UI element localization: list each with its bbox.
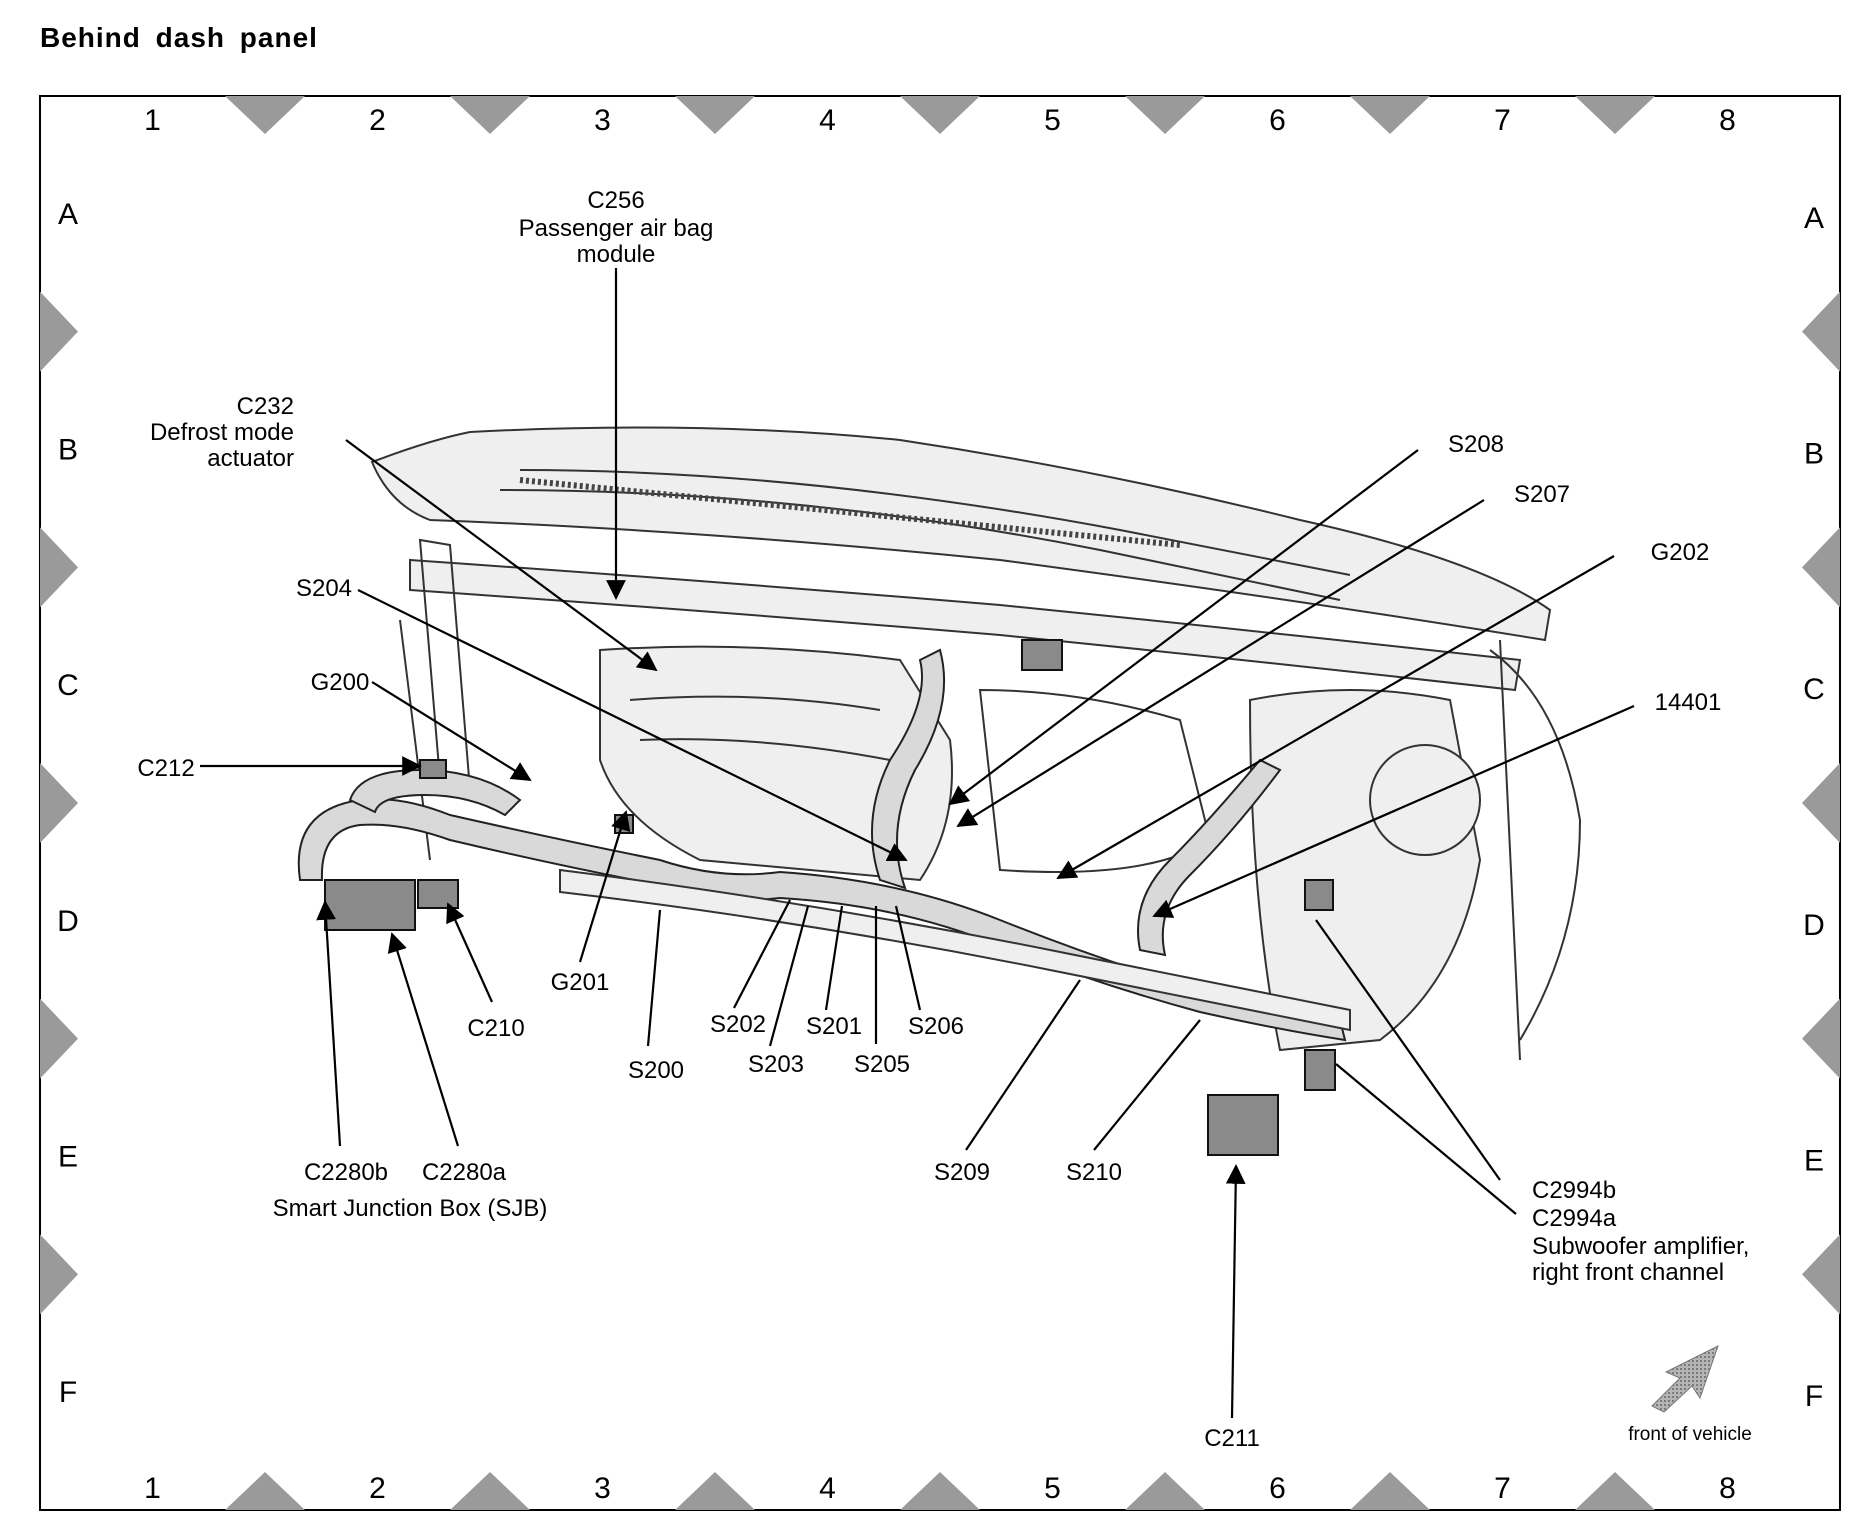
grid-row-right-E: E — [1804, 1145, 1824, 1178]
label-c232-desc-1: Defrost mode — [150, 419, 294, 446]
grid-markers — [40, 96, 1840, 1510]
label-s210: S210 — [1066, 1159, 1122, 1186]
grid-marker-bottom-3 — [675, 1472, 755, 1510]
label-c212: C212 — [137, 755, 194, 782]
label-c2994a: C2994a — [1532, 1205, 1617, 1232]
grid-marker-top-5 — [1125, 96, 1205, 134]
grid-col-bottom-3: 3 — [594, 1472, 611, 1505]
front-direction-arrow-icon — [1651, 1345, 1719, 1413]
grid-marker-right-3 — [1802, 763, 1840, 843]
grid-col-bottom-8: 8 — [1719, 1472, 1736, 1505]
grid-col-bottom-7: 7 — [1494, 1472, 1511, 1505]
grid-row-right-B: B — [1804, 438, 1824, 471]
grid-marker-bottom-4 — [900, 1472, 980, 1510]
label-s204: S204 — [296, 575, 352, 602]
grid-row-left-F: F — [59, 1376, 77, 1409]
label-s203: S203 — [748, 1051, 804, 1078]
label-s201: S201 — [806, 1013, 862, 1040]
grid-marker-bottom-7 — [1575, 1472, 1655, 1510]
label-c211: C211 — [1204, 1425, 1260, 1452]
label-s202: S202 — [710, 1011, 766, 1038]
grid-col-bottom-4: 4 — [819, 1472, 836, 1505]
grid-marker-bottom-5 — [1125, 1472, 1205, 1510]
label-front-of-vehicle: front of vehicle — [1628, 1424, 1752, 1445]
label-c2994b: C2994b — [1532, 1177, 1616, 1204]
grid-marker-top-1 — [225, 96, 305, 134]
grid-marker-top-4 — [900, 96, 980, 134]
grid-marker-top-3 — [675, 96, 755, 134]
grid-row-right-F: F — [1805, 1380, 1823, 1413]
grid-row-right-A: A — [1804, 202, 1824, 235]
label-c2280a: C2280a — [422, 1159, 507, 1186]
grid-row-left-B: B — [58, 434, 78, 467]
grid-col-bottom-5: 5 — [1044, 1472, 1061, 1505]
grid-marker-left-2 — [40, 527, 78, 608]
grid-marker-top-6 — [1350, 96, 1430, 134]
grid-marker-right-2 — [1802, 527, 1840, 608]
label-s205: S205 — [854, 1051, 910, 1078]
grid-marker-top-7 — [1575, 96, 1655, 134]
label-s206: S206 — [908, 1013, 964, 1040]
label-s207: S207 — [1514, 481, 1570, 508]
grid-marker-left-4 — [40, 998, 78, 1079]
label-subwoofer-1: Subwoofer amplifier, — [1532, 1233, 1749, 1260]
label-14401: 14401 — [1655, 689, 1722, 716]
grid-col-bottom-1: 1 — [144, 1472, 161, 1505]
label-s209: S209 — [934, 1159, 990, 1186]
grid-marker-top-2 — [450, 96, 530, 134]
label-g201: G201 — [551, 969, 610, 996]
label-subwoofer-2: right front channel — [1532, 1259, 1724, 1286]
label-c232: C232 — [237, 393, 294, 420]
grid-row-right-C: C — [1803, 673, 1825, 706]
label-s208: S208 — [1448, 431, 1504, 458]
leader-lines — [200, 268, 1635, 1419]
grid-row-left-E: E — [58, 1141, 78, 1174]
grid-col-top-6: 6 — [1269, 104, 1286, 137]
grid-marker-right-5 — [1802, 1234, 1840, 1315]
grid-marker-bottom-1 — [225, 1472, 305, 1510]
grid-row-left-C: C — [57, 669, 79, 702]
grid-marker-left-3 — [40, 763, 78, 843]
label-c232-desc-2: actuator — [207, 445, 294, 472]
grid-row-right-D: D — [1803, 909, 1825, 942]
grid-col-top-7: 7 — [1494, 104, 1511, 137]
grid-col-top-1: 1 — [144, 104, 161, 137]
grid-row-left-D: D — [57, 905, 79, 938]
label-g202: G202 — [1651, 539, 1710, 566]
label-sjb: Smart Junction Box (SJB) — [273, 1195, 548, 1222]
grid-marker-bottom-2 — [450, 1472, 530, 1510]
grid-marker-left-5 — [40, 1234, 78, 1315]
grid-row-left-A: A — [58, 198, 78, 231]
label-c256: C256 — [587, 187, 644, 214]
grid-marker-left-1 — [40, 291, 78, 372]
label-s200: S200 — [628, 1057, 684, 1084]
grid-marker-right-4 — [1802, 998, 1840, 1079]
label-c210: C210 — [467, 1015, 524, 1042]
grid-col-top-8: 8 — [1719, 104, 1736, 137]
grid-col-bottom-6: 6 — [1269, 1472, 1286, 1505]
label-g200: G200 — [311, 669, 370, 696]
grid-marker-bottom-6 — [1350, 1472, 1430, 1510]
component-labels: C256 Passenger air bag module C232 Defro… — [137, 187, 1751, 1452]
grid-col-top-2: 2 — [369, 104, 386, 137]
grid-col-top-3: 3 — [594, 104, 611, 137]
grid-col-bottom-2: 2 — [369, 1472, 386, 1505]
page-title: Behind dash panel — [40, 22, 318, 53]
label-c256-desc-1: Passenger air bag — [519, 215, 714, 242]
grid-col-top-4: 4 — [819, 104, 836, 137]
label-c2280b: C2280b — [304, 1159, 388, 1186]
grid-marker-right-1 — [1802, 291, 1840, 372]
dash-panel-illustration — [297, 426, 1582, 1156]
label-c256-desc-2: module — [577, 241, 656, 268]
grid-col-top-5: 5 — [1044, 104, 1061, 137]
